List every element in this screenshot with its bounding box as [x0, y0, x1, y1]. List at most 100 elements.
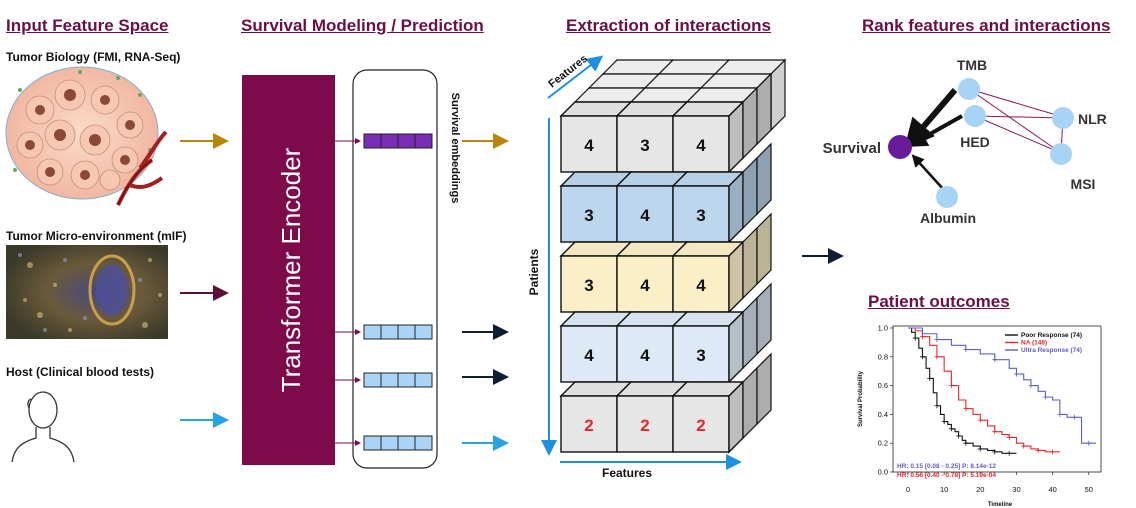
- tensor-cube-face: [672, 115, 730, 173]
- chart-plot-area: [892, 325, 1102, 473]
- chart-censor-mark: [927, 375, 933, 381]
- tensor-cube-side: [742, 296, 758, 370]
- albumin-node: [936, 186, 958, 208]
- chart-censor-mark: [1035, 447, 1041, 453]
- tensor-cube-face: [560, 395, 618, 453]
- chart-series-line: [908, 327, 1096, 444]
- tensor-cube-side: [756, 142, 772, 216]
- tensor-cell-value: 4: [696, 276, 706, 295]
- chart-y-tick-label: 0.0: [878, 468, 888, 477]
- chart-censor-mark: [1086, 440, 1092, 446]
- nlr-node-label: NLR: [1078, 111, 1107, 127]
- chart-censor-mark: [1006, 450, 1012, 456]
- tensor-cube-face: [560, 325, 618, 383]
- tensor-cell-value: 4: [584, 346, 594, 365]
- tensor-cell-value: 2: [584, 416, 593, 435]
- tensor-cube-face: [616, 115, 674, 173]
- embedding-vector-purple: [363, 133, 433, 149]
- msi-node: [1050, 143, 1072, 165]
- rank-section-title: Rank features and interactions: [862, 16, 1111, 35]
- tensor-cube-face: [616, 395, 674, 453]
- extraction-section-title: Extraction of interactions: [566, 16, 771, 35]
- transformer-encoder-label: Transformer Encoder: [276, 147, 306, 392]
- chart-censor-mark: [1013, 371, 1019, 377]
- msi-node-label: MSI: [1071, 176, 1096, 192]
- chart-x-tick-label: 0: [906, 485, 910, 494]
- host-label: Host (Clinical blood tests): [6, 365, 155, 379]
- tensor-cell-value: 2: [640, 416, 649, 435]
- chart-censor-mark: [912, 335, 918, 341]
- chart-x-axis-label: Timeline: [988, 502, 1013, 508]
- tensor-cube-face: [672, 185, 730, 243]
- graph-edge-hed-survival: [907, 114, 963, 147]
- survival-embeddings-container: [352, 69, 438, 469]
- chart-legend-entry: Poor Response (74): [1021, 332, 1082, 339]
- chart-y-tick-label: 0.2: [878, 439, 888, 448]
- chart-censor-mark: [992, 357, 998, 363]
- chart-censor-mark: [1057, 411, 1063, 417]
- chart-x-tick-label: 50: [1085, 485, 1093, 494]
- tensor-cell-value: 3: [584, 206, 593, 225]
- tensor-cube-face: [672, 325, 730, 383]
- albumin-node-label: Albumin: [920, 210, 976, 226]
- chart-legend: Poor Response (74)NA (148)Ultra Response…: [1005, 332, 1082, 354]
- input-section-title: Input Feature Space: [6, 16, 169, 35]
- hed-node-label: HED: [960, 134, 990, 150]
- chart-x-tick-label: 30: [1012, 485, 1020, 494]
- chart-censor-mark: [963, 347, 969, 353]
- chart-censor-mark: [941, 419, 947, 425]
- tensor-cube-side: [756, 282, 772, 356]
- survival-embeddings-label: Survival embeddings: [449, 93, 461, 204]
- chart-censor-mark: [1042, 394, 1048, 400]
- chart-annotation-na: HR: 0.56 [0.40 - 0.78] P: 5.19e-04: [897, 472, 996, 479]
- chart-x-tick-label: 10: [940, 485, 948, 494]
- tensor-cell-value: 4: [640, 276, 650, 295]
- chart-censor-mark: [1071, 414, 1077, 420]
- chart-censor-mark: [934, 337, 940, 343]
- tensor-cell-value: 4: [640, 206, 650, 225]
- host-silhouette-icon: [11, 391, 75, 463]
- chart-censor-mark: [1050, 449, 1056, 455]
- chart-censor-mark: [934, 354, 940, 360]
- patients-axis-label: Patients: [527, 248, 541, 295]
- chart-censor-mark: [919, 334, 925, 340]
- outcomes-section-title: Patient outcomes: [868, 292, 1010, 311]
- chart-y-axis-label: Survival Probability: [858, 370, 864, 427]
- tensor-cell-value: 3: [696, 346, 705, 365]
- graph-edge-albumin-survival: [911, 154, 945, 191]
- transformer-encoder-block: [242, 75, 335, 465]
- modeling-section-title: Survival Modeling / Prediction: [241, 16, 484, 35]
- tensor-cube-side: [756, 212, 772, 286]
- survival-node-label: Survival: [823, 140, 881, 157]
- tumor-biology-label: Tumor Biology (FMI, RNA-Seq): [6, 50, 181, 64]
- tensor-cube-face: [672, 395, 730, 453]
- tensor-cube-face: [560, 115, 618, 173]
- graph-edge: [968, 88, 1064, 118]
- chart-censor-mark: [963, 406, 969, 412]
- chart-censor-mark: [977, 417, 983, 423]
- graph-edge: [974, 115, 1062, 154]
- chart-y-tick-label: 1.0: [878, 324, 888, 333]
- chart-censor-mark: [1006, 434, 1012, 440]
- graph-edge: [968, 88, 1062, 154]
- tensor-cell-value: 4: [640, 346, 650, 365]
- chart-x-tick-label: 40: [1048, 485, 1056, 494]
- mif-image: [6, 245, 168, 339]
- tensor-row: 4 4 3: [559, 282, 772, 384]
- tensor-cube-side: [756, 352, 772, 426]
- embedding-vector-blue: [363, 372, 433, 388]
- chart-censor-mark: [992, 429, 998, 435]
- tumor-microenvironment-label: Tumor Micro-environment (mIF): [6, 229, 187, 243]
- chart-x-tick-label: 20: [976, 485, 984, 494]
- chart-y-tick-label: 0.8: [878, 352, 888, 361]
- graph-edge: [974, 115, 1064, 119]
- tensor-cube-face: [560, 255, 618, 313]
- chart-censor-mark: [919, 354, 925, 360]
- nlr-node: [1052, 107, 1074, 129]
- embedding-vector-blue: [363, 435, 433, 451]
- chart-censor-mark: [948, 383, 954, 389]
- chart-y-tick-label: 0.6: [878, 381, 888, 390]
